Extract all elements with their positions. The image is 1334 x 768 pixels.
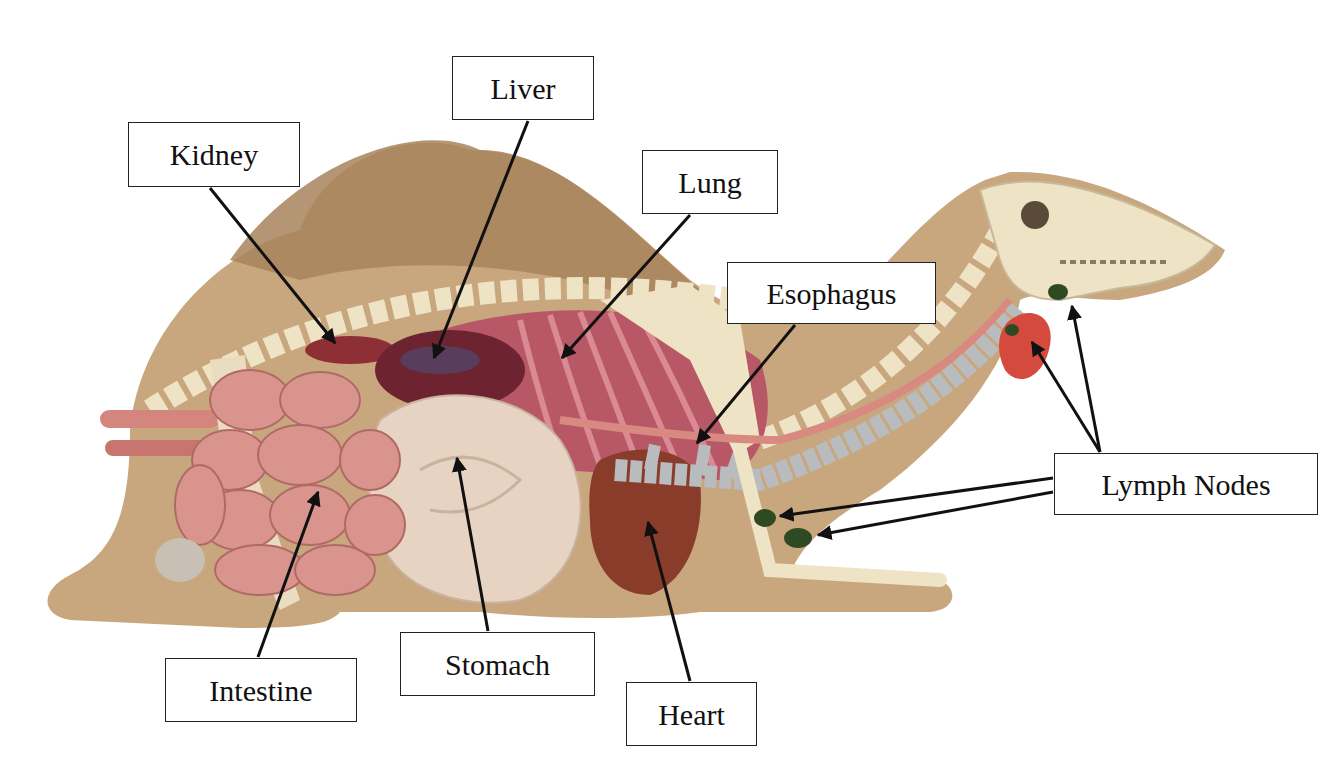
- organ-label: Liver: [491, 72, 556, 105]
- label-box: Stomach: [400, 632, 595, 696]
- skull: [980, 182, 1215, 300]
- thyroid: [999, 313, 1051, 379]
- teeth: [1060, 260, 1170, 264]
- liver-shine: [400, 346, 480, 374]
- label-box: Lung: [642, 150, 778, 214]
- organ-label: Esophagus: [767, 277, 897, 310]
- organ-label: Stomach: [445, 648, 550, 681]
- bronchi: [650, 445, 740, 478]
- bladder: [155, 538, 205, 582]
- label-box: Lymph Nodes: [1054, 453, 1318, 515]
- label-box: Heart: [626, 682, 757, 746]
- lymph-node: [754, 509, 776, 527]
- organ-label: Heart: [658, 698, 725, 731]
- camel-body: [48, 143, 1226, 628]
- stomach-fold: [420, 457, 520, 512]
- leader-arrows: [210, 121, 1100, 681]
- lymph-node: [784, 528, 812, 548]
- intestines: [175, 370, 405, 595]
- label-box: Esophagus: [727, 262, 936, 324]
- label-box: Liver: [452, 56, 594, 120]
- lymph-node: [1005, 324, 1019, 336]
- front-leg-bone: [740, 450, 940, 580]
- lymph-node: [1048, 284, 1068, 300]
- eye-socket: [1021, 201, 1049, 229]
- organ-label: Lymph Nodes: [1101, 468, 1270, 501]
- organ-label: Kidney: [170, 138, 258, 171]
- organ-label: Intestine: [209, 674, 312, 707]
- trachea: [615, 310, 1020, 480]
- tail-muscle: [100, 410, 220, 428]
- stomach: [369, 395, 581, 602]
- organ-label: Lung: [678, 166, 741, 199]
- label-box: Kidney: [128, 122, 300, 187]
- label-box: Intestine: [165, 658, 357, 722]
